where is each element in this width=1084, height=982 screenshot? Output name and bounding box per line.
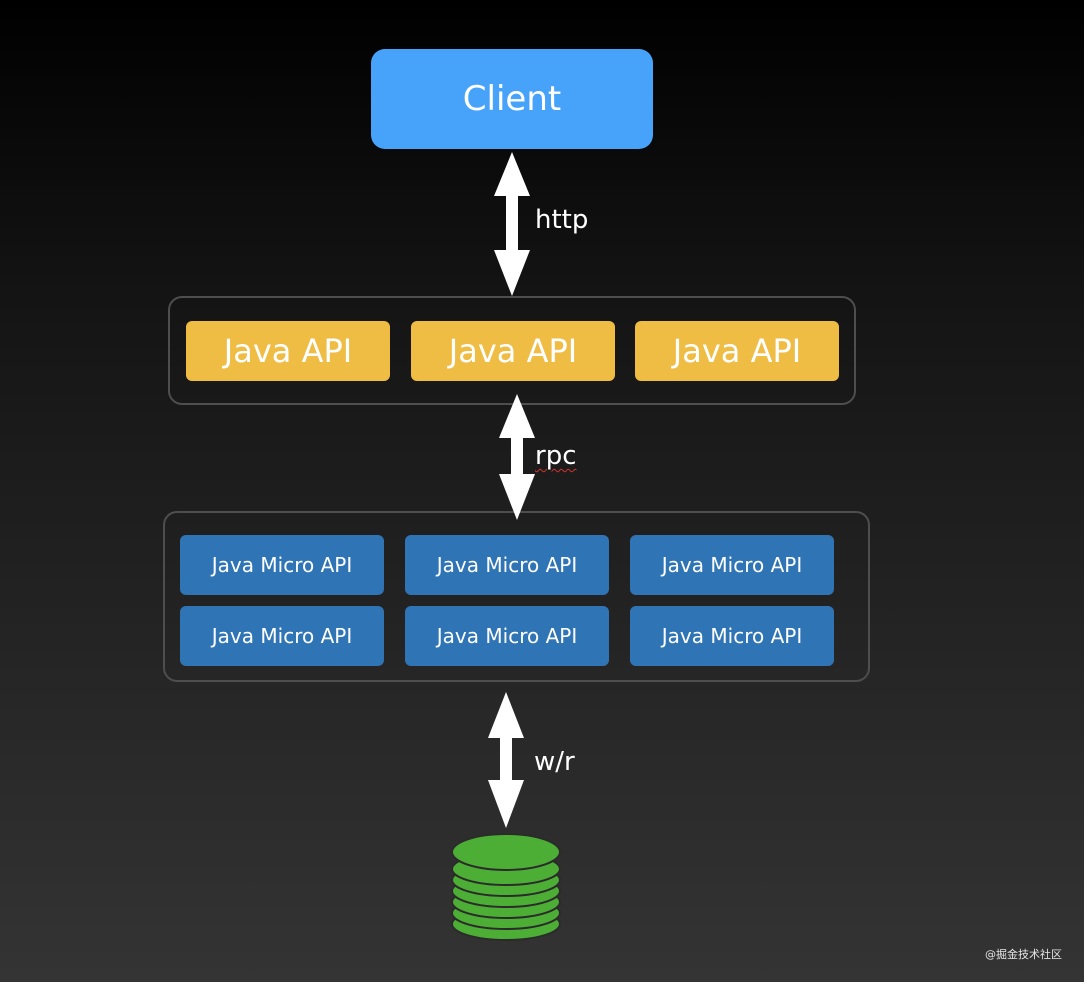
java-api-group	[168, 296, 856, 405]
java-micro-api-box-6: Java Micro API	[630, 606, 834, 666]
database-icon	[451, 833, 561, 941]
client-box: Client	[371, 49, 653, 149]
java-micro-api-box-3: Java Micro API	[630, 535, 834, 595]
java-api-box-3: Java API	[635, 321, 839, 381]
http-double-arrow	[494, 152, 530, 296]
java-micro-api-box-1: Java Micro API	[180, 535, 384, 595]
java-micro-api-box-4: Java Micro API	[180, 606, 384, 666]
rpc-double-arrow	[499, 394, 535, 520]
watermark: @掘金技术社区	[985, 948, 1062, 961]
java-api-box-2: Java API	[411, 321, 615, 381]
wr-double-arrow	[488, 692, 524, 828]
rpc-label: rpc	[535, 441, 577, 471]
wr-label: w/r	[534, 747, 575, 777]
java-micro-api-box-5: Java Micro API	[405, 606, 609, 666]
java-api-box-1: Java API	[186, 321, 390, 381]
java-micro-api-box-2: Java Micro API	[405, 535, 609, 595]
http-label: http	[535, 205, 589, 235]
